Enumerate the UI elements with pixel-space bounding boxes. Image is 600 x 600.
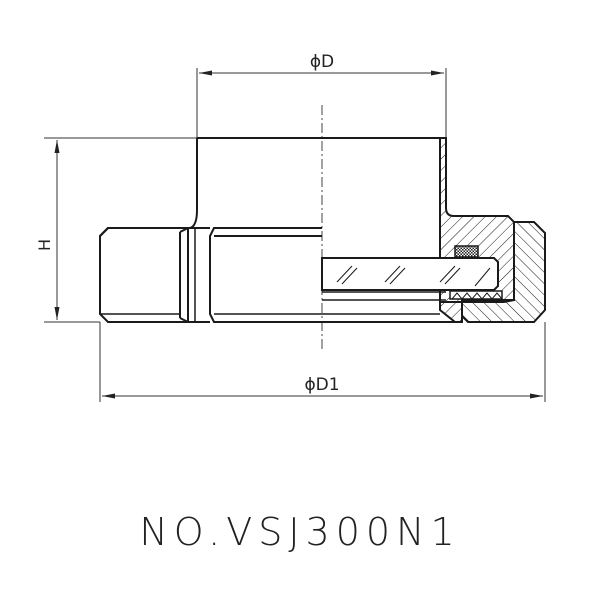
model-number: NO.VSJ300N1: [139, 510, 461, 554]
dimension-height: H: [35, 137, 197, 323]
label-top-diameter: ϕD: [310, 52, 334, 72]
dimension-top-diameter: ϕD: [196, 52, 447, 138]
label-bottom-diameter: ϕD1: [304, 375, 339, 395]
label-height: H: [35, 239, 54, 251]
body-exterior: [99, 137, 322, 323]
glass-reflection: [336, 265, 491, 287]
body-section: [321, 137, 546, 323]
dimension-bottom-diameter: ϕD1: [99, 322, 546, 402]
